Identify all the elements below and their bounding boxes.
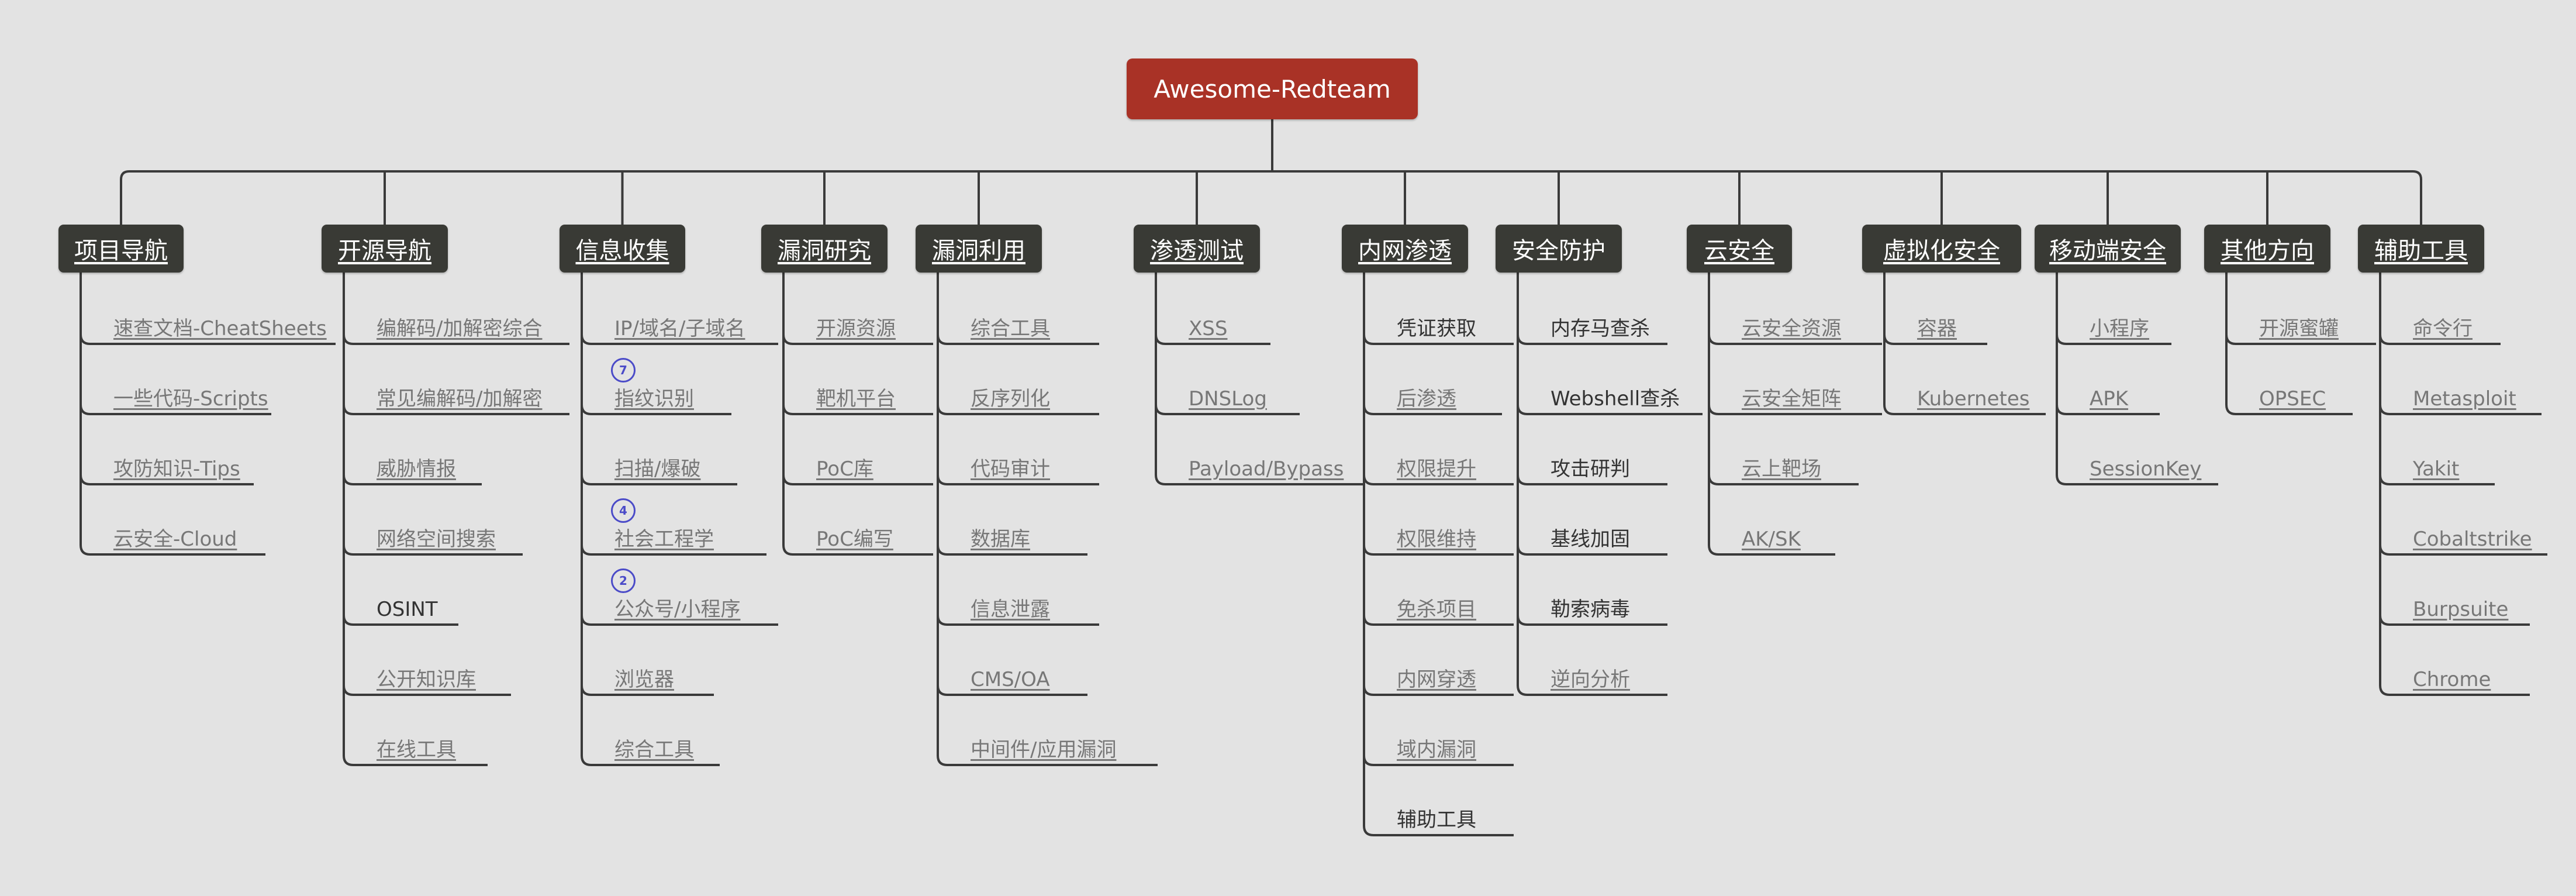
item-connector [1155, 273, 1364, 485]
sub-item[interactable]: 辅助工具 [1397, 808, 1476, 832]
branch-node[interactable]: 信息收集 [560, 225, 685, 273]
sub-item[interactable]: 云安全资源 [1742, 317, 1841, 340]
sub-item[interactable]: 综合工具 [614, 738, 694, 761]
sub-item[interactable]: Webshell查杀 [1551, 387, 1680, 411]
sub-item[interactable]: 中间件/应用漏洞 [971, 738, 1117, 761]
sub-item[interactable]: AK/SK [1742, 528, 1801, 551]
sub-item[interactable]: 浏览器 [614, 668, 674, 691]
root-node[interactable]: Awesome-Redteam [1127, 58, 1418, 119]
sub-item[interactable]: XSS [1189, 317, 1228, 340]
sub-item[interactable]: 凭证获取 [1397, 317, 1476, 340]
sub-item[interactable]: 逆向分析 [1551, 668, 1630, 691]
item-connector [2056, 273, 2218, 485]
sub-item[interactable]: APK [2090, 387, 2129, 411]
sub-item[interactable]: 社会工程学 [614, 528, 714, 551]
sub-item[interactable]: 免杀项目 [1397, 598, 1476, 621]
sub-item[interactable]: 勒索病毒 [1551, 598, 1630, 621]
branch-node[interactable]: 开源导航 [322, 225, 448, 273]
sub-item[interactable]: 数据库 [971, 528, 1030, 551]
sub-item[interactable]: 在线工具 [377, 738, 456, 761]
sub-item[interactable]: Metasploit [2413, 387, 2516, 411]
sub-item[interactable]: 云安全矩阵 [1742, 387, 1841, 411]
sub-item[interactable]: Kubernetes [1917, 387, 2030, 411]
branch-node[interactable]: 渗透测试 [1134, 225, 1260, 273]
sub-item[interactable]: 开源资源 [816, 317, 896, 340]
sub-item[interactable]: CMS/OA [971, 668, 1050, 691]
sub-item[interactable]: 权限提升 [1397, 457, 1476, 481]
sub-item[interactable]: 权限维持 [1397, 528, 1476, 551]
item-connector [1708, 273, 1835, 556]
sub-item[interactable]: 速查文档-CheatSheets [113, 317, 327, 340]
sub-item[interactable]: 综合工具 [971, 317, 1050, 340]
count-badge[interactable]: 7 [611, 358, 636, 382]
branch-node[interactable]: 安全防护 [1496, 225, 1622, 273]
sub-item[interactable]: PoC编写 [816, 528, 893, 551]
sub-item[interactable]: 开源蜜罐 [2259, 317, 2339, 340]
sub-item[interactable]: Payload/Bypass [1189, 457, 1344, 481]
sub-item[interactable]: 后渗透 [1397, 387, 1456, 411]
sub-item[interactable]: 编解码/加解密综合 [377, 317, 543, 340]
branch-node[interactable]: 项目导航 [58, 225, 184, 273]
sub-item[interactable]: 容器 [1917, 317, 1957, 340]
item-connector [80, 273, 265, 556]
sub-item[interactable]: 威胁情报 [377, 457, 456, 481]
sub-item[interactable]: Chrome [2413, 668, 2491, 691]
sub-item[interactable]: 攻击研判 [1551, 457, 1630, 481]
sub-item[interactable]: OSINT [377, 598, 438, 621]
sub-item[interactable]: Burpsuite [2413, 598, 2509, 621]
sub-item[interactable]: 常见编解码/加解密 [377, 387, 543, 411]
sub-item[interactable]: IP/域名/子域名 [614, 317, 745, 340]
item-connector [782, 273, 933, 556]
branch-node[interactable]: 虚拟化安全 [1862, 225, 2021, 273]
branch-node[interactable]: 云安全 [1687, 225, 1792, 273]
sub-item[interactable]: 基线加固 [1551, 528, 1630, 551]
sub-item[interactable]: 命令行 [2413, 317, 2473, 340]
branch-node[interactable]: 漏洞研究 [761, 225, 888, 273]
sub-item[interactable]: 域内漏洞 [1397, 738, 1476, 761]
sub-item[interactable]: 小程序 [2090, 317, 2149, 340]
branch-node[interactable]: 其他方向 [2204, 225, 2330, 273]
sub-item[interactable]: 一些代码-Scripts [113, 387, 268, 411]
sub-item[interactable]: 公众号/小程序 [614, 598, 741, 621]
branch-node[interactable]: 内网渗透 [1342, 225, 1468, 273]
count-badge[interactable]: 2 [611, 568, 636, 593]
sub-item[interactable]: 内网穿透 [1397, 668, 1476, 691]
sub-item[interactable]: 反序列化 [971, 387, 1050, 411]
branch-bus [120, 170, 2422, 225]
sub-item[interactable]: 内存马查杀 [1551, 317, 1650, 340]
sub-item[interactable]: 扫描/爆破 [614, 457, 701, 481]
sub-item[interactable]: Yakit [2413, 457, 2460, 481]
sub-item[interactable]: 代码审计 [971, 457, 1050, 481]
branch-node[interactable]: 漏洞利用 [916, 225, 1042, 273]
sub-item[interactable]: PoC库 [816, 457, 873, 481]
sub-item[interactable]: 信息泄露 [971, 598, 1050, 621]
sub-item[interactable]: DNSLog [1189, 387, 1267, 411]
sub-item[interactable]: 云安全-Cloud [113, 528, 237, 551]
count-badge[interactable]: 4 [611, 498, 636, 523]
branch-node[interactable]: 辅助工具 [2358, 225, 2484, 273]
sub-item[interactable]: 攻防知识-Tips [113, 457, 240, 481]
sub-item[interactable]: SessionKey [2090, 457, 2202, 481]
sub-item[interactable]: OPSEC [2259, 387, 2326, 411]
sub-item[interactable]: 云上靶场 [1742, 457, 1821, 481]
sub-item[interactable]: 指纹识别 [614, 387, 694, 411]
sub-item[interactable]: 公开知识库 [377, 668, 476, 691]
sub-item[interactable]: 网络空间搜索 [377, 528, 496, 551]
sub-item[interactable]: Cobaltstrike [2413, 528, 2532, 551]
sub-item[interactable]: 靶机平台 [816, 387, 896, 411]
branch-node[interactable]: 移动端安全 [2035, 225, 2181, 273]
